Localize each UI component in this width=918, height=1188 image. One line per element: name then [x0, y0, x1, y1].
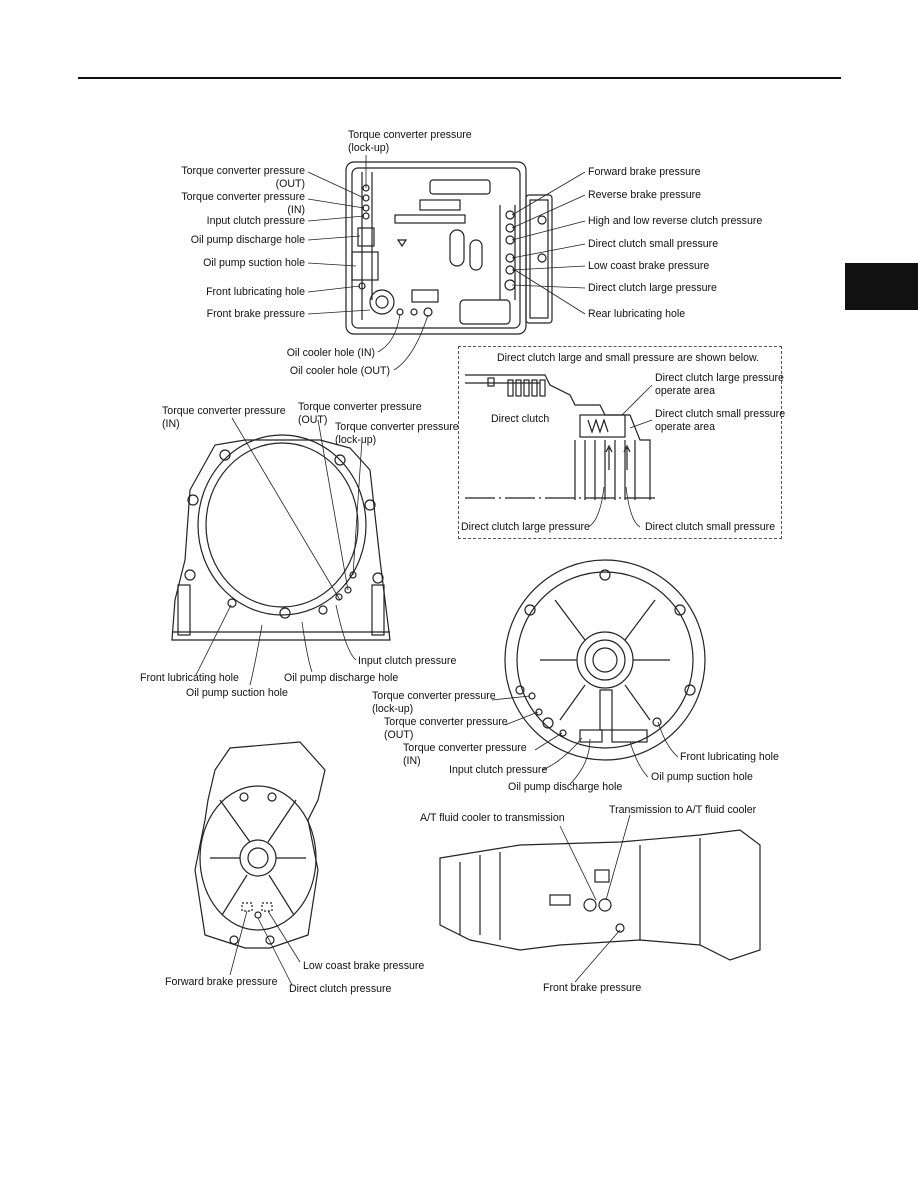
vb-low-coast-label: Low coast brake pressure	[588, 260, 710, 272]
ch-input-clutch-label: Input clutch pressure	[358, 655, 457, 667]
ch-front-lub-label: Front lubricating hole	[140, 672, 239, 684]
pump-leaders	[491, 695, 679, 785]
ch-tc-in-label: Torque converter pressure (IN)	[162, 405, 286, 430]
ch-tc-lockup-label: Torque converter pressure (lock-up)	[335, 421, 459, 446]
vb-rear-lub-label: Rear lubricating hole	[588, 308, 686, 320]
valve-body-drawing	[345, 161, 553, 335]
vb-tc-in-label: Torque converter pressure (IN)	[181, 191, 305, 216]
vb-dc-large-label: Direct clutch large pressure	[588, 282, 717, 294]
direct-clutch-leaders	[587, 384, 653, 528]
sv-trans-to-cooler-label: Transmission to A/T fluid cooler	[609, 804, 757, 816]
vb-suction-label: Oil pump suction hole	[203, 257, 305, 269]
rear-case-drawing	[194, 741, 326, 949]
rear-leaders	[229, 910, 301, 986]
rc-direct-clutch-label: Direct clutch pressure	[289, 983, 392, 995]
vb-forward-brake-label: Forward brake pressure	[588, 166, 701, 178]
dc-large-area-label: Direct clutch large pressure operate are…	[655, 372, 784, 397]
vb-front-lub-label: Front lubricating hole	[206, 286, 305, 298]
vb-tc-lockup-label: Torque converter pressure (lock-up)	[348, 129, 472, 154]
ch-tc-out-label: Torque converter pressure (OUT)	[298, 401, 422, 426]
dc-heading: Direct clutch large and small pressure a…	[497, 352, 760, 364]
sv-cooler-to-trans-label: A/T fluid cooler to transmission	[420, 812, 565, 824]
dc-clutch-label: Direct clutch	[491, 413, 550, 425]
vb-reverse-brake-label: Reverse brake pressure	[588, 189, 702, 201]
sv-front-brake-label: Front brake pressure	[543, 982, 642, 994]
vb-dc-small-label: Direct clutch small pressure	[588, 238, 719, 250]
vb-discharge-label: Oil pump discharge hole	[190, 234, 305, 246]
pf-discharge-label: Oil pump discharge hole	[508, 781, 623, 793]
direct-clutch-section	[465, 374, 655, 500]
rc-forward-brake-label: Forward brake pressure	[165, 976, 278, 988]
pf-input-clutch-label: Input clutch pressure	[449, 764, 548, 776]
rc-low-coast-label: Low coast brake pressure	[303, 960, 425, 972]
dc-small-area-label: Direct clutch small pressure operate are…	[655, 408, 786, 433]
direct-clutch-detail-box	[458, 346, 782, 539]
vb-front-brake-label: Front brake pressure	[206, 308, 305, 320]
vb-cooler-in-label: Oil cooler hole (IN)	[286, 347, 375, 359]
housing-leaders	[195, 417, 363, 686]
dc-small-pressure-label: Direct clutch small pressure	[645, 521, 776, 533]
valve-body-leaders	[307, 155, 586, 371]
pump-face-drawing	[504, 559, 706, 761]
pf-tc-lockup-label: Torque converter pressure (lock-up)	[372, 690, 496, 715]
pf-suction-label: Oil pump suction hole	[651, 771, 753, 783]
vb-high-low-reverse-label: High and low reverse clutch pressure	[588, 215, 763, 227]
vb-tc-out-label: Torque converter pressure (OUT)	[181, 165, 305, 190]
ch-suction-label: Oil pump suction hole	[186, 687, 288, 699]
pf-tc-in-label: Torque converter pressure (IN)	[403, 742, 527, 767]
side-view-drawing	[439, 829, 761, 961]
side-leaders	[559, 814, 631, 983]
vb-input-clutch-label: Input clutch pressure	[206, 215, 305, 227]
pf-front-lub-label: Front lubricating hole	[680, 751, 779, 763]
ch-discharge-label: Oil pump discharge hole	[284, 672, 399, 684]
dc-large-pressure-label: Direct clutch large pressure	[461, 521, 590, 533]
vb-cooler-out-label: Oil cooler hole (OUT)	[289, 365, 390, 377]
pf-tc-out-label: Torque converter pressure (OUT)	[384, 716, 508, 741]
section-tab	[845, 263, 918, 310]
converter-housing-drawing	[171, 434, 391, 641]
header-rule	[78, 77, 841, 79]
